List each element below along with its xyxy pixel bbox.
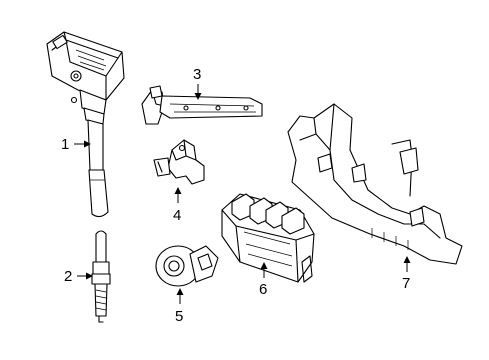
callout-1: 1 [61,136,91,153]
camshaft-sensor-part [153,139,205,185]
callout-label-1: 1 [61,136,69,153]
callout-6: 6 [259,262,268,298]
sensor-bracket-part [141,85,263,125]
callout-4: 4 [173,187,182,224]
ignition-coil-part [46,31,125,218]
callout-3: 3 [193,66,202,100]
mounting-bracket-part [287,103,463,265]
callout-label-3: 3 [193,66,201,83]
callout-label-7: 7 [402,275,410,292]
spark-plug-part [91,230,111,323]
callout-5: 5 [175,288,184,325]
callout-2: 2 [64,268,93,285]
callout-label-6: 6 [259,281,267,298]
callout-label-5: 5 [175,308,183,325]
callout-7: 7 [402,256,411,292]
fuse-box-part [221,193,315,283]
knock-sensor-part [155,245,219,287]
callout-label-4: 4 [173,207,181,224]
callout-label-2: 2 [64,268,72,285]
